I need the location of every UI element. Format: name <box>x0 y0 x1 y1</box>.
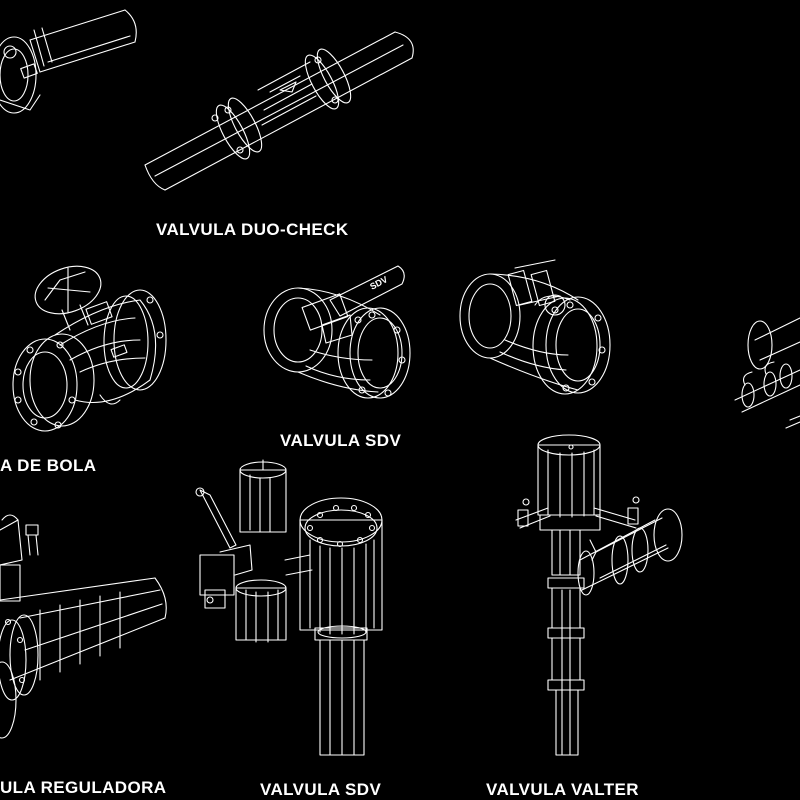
label-ball-valve: A DE BOLA <box>0 456 97 475</box>
valter-valve <box>515 434 683 756</box>
sdv-valve-lever <box>263 265 411 399</box>
label-duo-check: VALVULA DUO-CHECK <box>156 220 349 239</box>
valve-top-left-partial <box>0 9 137 114</box>
label-sdv-upper: VALVULA SDV <box>280 431 402 450</box>
label-sdv-lower: VALVULA SDV <box>260 780 382 799</box>
label-valter: VALVULA VALTER <box>486 780 639 799</box>
ball-valve-gear <box>12 265 167 432</box>
duo-check-valve <box>144 31 414 191</box>
regulating-valve <box>0 514 167 739</box>
valve-right-partial <box>734 317 800 429</box>
ball-valve-actuator <box>459 259 611 395</box>
sdv-valve-vertical <box>195 459 383 756</box>
sdv-lever-tag: SDV <box>368 274 389 292</box>
label-reguladora: ULA REGULADORA <box>0 778 167 797</box>
